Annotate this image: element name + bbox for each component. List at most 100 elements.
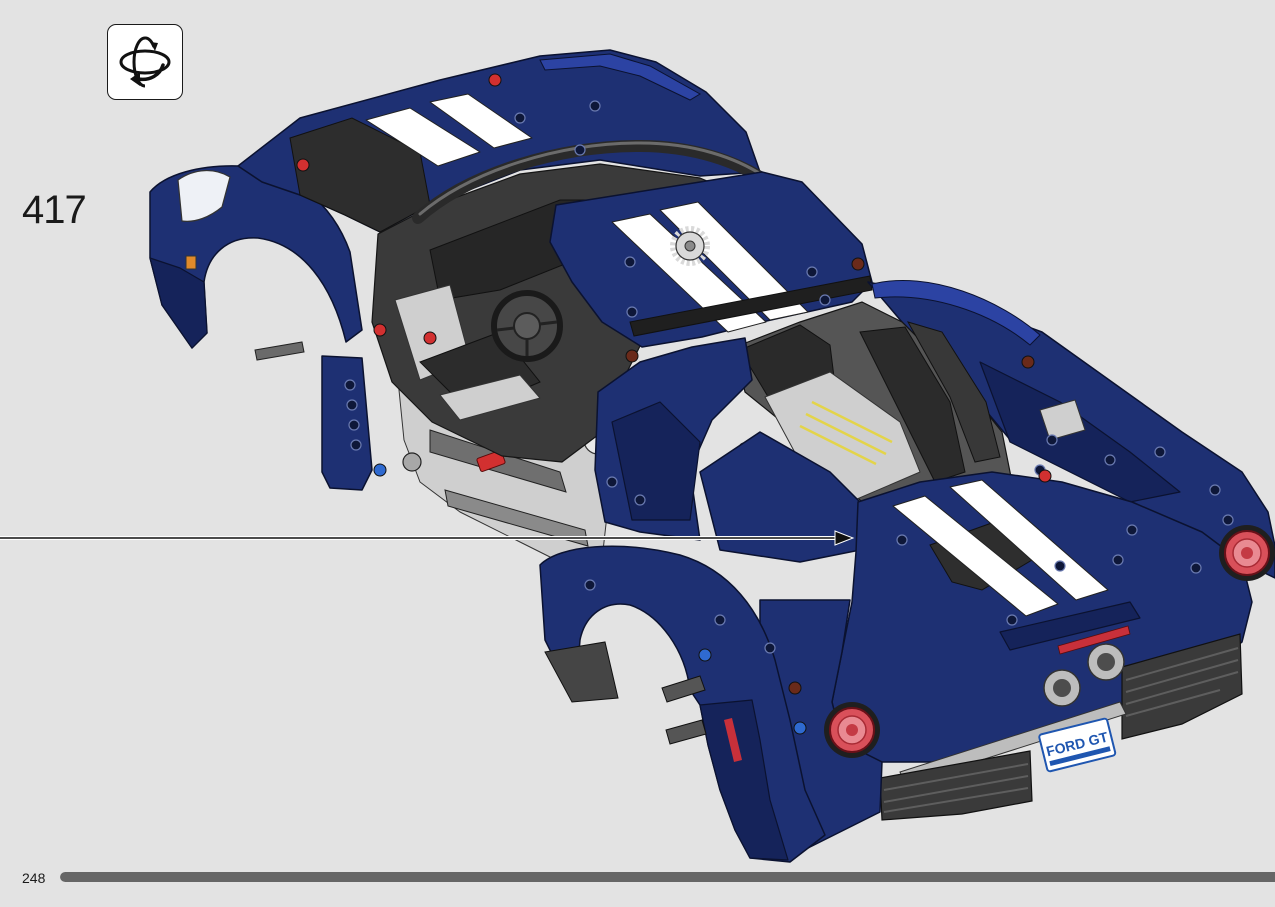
rear-left-fender bbox=[539, 545, 883, 863]
technic-hole bbox=[1126, 524, 1138, 536]
taillight-left-center bbox=[846, 724, 858, 736]
steering-wheel-spokes bbox=[496, 320, 558, 356]
taillight-left bbox=[824, 702, 880, 758]
placement-arrowhead bbox=[834, 530, 855, 546]
technic-hole bbox=[896, 534, 908, 546]
technic-hole bbox=[606, 476, 618, 488]
exhaust-pipe-left-inner bbox=[1053, 679, 1071, 697]
technic-hole bbox=[344, 379, 356, 391]
front-racing-stripe-left bbox=[365, 107, 481, 167]
rotate-arrowhead bbox=[130, 72, 140, 86]
rear-quarter bbox=[594, 337, 881, 563]
axle-end bbox=[698, 648, 712, 662]
axle-end bbox=[296, 158, 310, 172]
rear-axle-pin-upper bbox=[661, 675, 706, 703]
roll-bar-tube bbox=[412, 139, 782, 224]
rotate-model-callout bbox=[107, 24, 183, 100]
progress-bar bbox=[60, 872, 1275, 882]
rotate-orbit-vertical bbox=[132, 36, 146, 88]
roof-section bbox=[549, 171, 873, 348]
technic-hole bbox=[1104, 454, 1116, 466]
gear-axle bbox=[684, 240, 696, 252]
roof-racing-stripe-left bbox=[611, 213, 767, 333]
flying-buttress bbox=[871, 280, 1041, 346]
chassis-lower-beam bbox=[444, 489, 589, 547]
rear-axle-pin-lower bbox=[665, 719, 707, 745]
progress-bar-fill bbox=[60, 872, 1275, 882]
rear-arch-side-shadow bbox=[699, 699, 789, 861]
technic-hole bbox=[626, 306, 638, 318]
technic-hole bbox=[714, 614, 726, 626]
axle-end bbox=[373, 323, 387, 337]
front-axle-rod bbox=[254, 341, 305, 361]
axle-end bbox=[488, 73, 502, 87]
axle-end bbox=[1021, 355, 1035, 369]
right-side-panels bbox=[867, 280, 1275, 579]
axle-end bbox=[1038, 469, 1052, 483]
technic-hole bbox=[1154, 446, 1166, 458]
step-number: 417 bbox=[22, 188, 87, 232]
technic-hole bbox=[634, 494, 646, 506]
roll-bar-highlight bbox=[418, 141, 774, 216]
rear-deck bbox=[831, 471, 1253, 821]
technic-hole bbox=[514, 112, 526, 124]
technic-hole bbox=[574, 144, 586, 156]
technic-hole bbox=[348, 419, 360, 431]
front-vertical-strut bbox=[321, 355, 373, 491]
taillight-right-center bbox=[1241, 547, 1253, 559]
front-indicator-light bbox=[185, 255, 197, 270]
rear-spoiler-ledge bbox=[999, 601, 1141, 651]
right-shock-absorber bbox=[1039, 399, 1086, 441]
technic-hole bbox=[1222, 514, 1234, 526]
rotate-model-icon bbox=[119, 36, 171, 88]
axle-end bbox=[851, 257, 865, 271]
door-fin bbox=[611, 401, 701, 521]
axle-end bbox=[788, 681, 802, 695]
rear-floor-plate bbox=[544, 641, 619, 703]
axle-end bbox=[793, 721, 807, 735]
taillight-right bbox=[1219, 525, 1275, 581]
axle-end bbox=[625, 349, 639, 363]
front-bonnet bbox=[237, 49, 761, 233]
exhaust-pipes bbox=[1043, 643, 1125, 707]
rear-diffuser-right-grill bbox=[1125, 647, 1239, 717]
technic-holes bbox=[296, 73, 1234, 735]
front-inner-mechanism bbox=[289, 117, 431, 233]
engine-detail-lines bbox=[799, 400, 893, 466]
front-fender bbox=[149, 165, 373, 491]
technic-hole bbox=[589, 100, 601, 112]
page-number: 248 bbox=[22, 870, 46, 886]
technic-hole bbox=[584, 579, 596, 591]
rotate-arrow-curve bbox=[136, 63, 165, 82]
red-reflector bbox=[724, 718, 742, 762]
gear-teeth bbox=[670, 226, 710, 266]
front-panel-highlight bbox=[539, 53, 701, 101]
exhaust-pipe-right-inner bbox=[1097, 653, 1115, 671]
technic-hole bbox=[1046, 434, 1058, 446]
technic-hole bbox=[346, 399, 358, 411]
rear-diffuser-left bbox=[879, 750, 1033, 821]
technic-hole bbox=[1054, 560, 1066, 572]
rear-racing-stripe-left bbox=[892, 495, 1059, 617]
gray-connector bbox=[402, 452, 422, 472]
rear-racing-stripe-right bbox=[949, 479, 1109, 601]
engine-cover-left bbox=[859, 326, 966, 483]
headlight bbox=[177, 170, 231, 222]
rear-red-light-bar bbox=[1057, 625, 1131, 655]
rotate-arrowhead-top bbox=[150, 42, 158, 51]
front-fender-shadow bbox=[149, 257, 208, 349]
rotate-orbit-horizontal bbox=[119, 49, 171, 75]
axle-end bbox=[373, 463, 387, 477]
technic-hole bbox=[764, 642, 776, 654]
front-racing-stripe-right bbox=[429, 93, 533, 149]
technic-hole bbox=[624, 256, 636, 268]
roof-cross-beam bbox=[629, 275, 873, 337]
technic-hole bbox=[1190, 562, 1202, 574]
technic-hole bbox=[1209, 484, 1221, 496]
license-plate: FORD GT bbox=[1038, 717, 1117, 773]
axle-end bbox=[423, 331, 437, 345]
rear-diffuser-right bbox=[1121, 633, 1243, 740]
technic-hole bbox=[806, 266, 818, 278]
